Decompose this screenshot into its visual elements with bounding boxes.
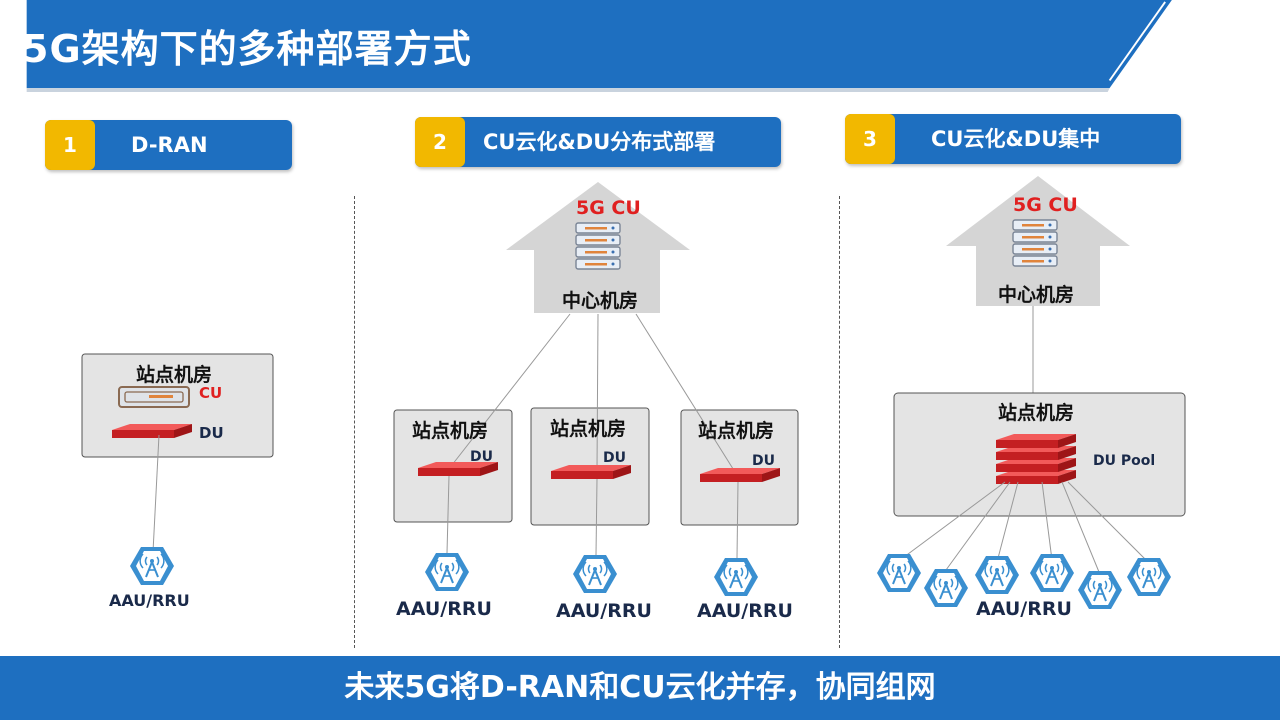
du-icon <box>112 424 192 438</box>
page-title: 5G架构下的多种部署方式 <box>22 27 472 71</box>
du-label-1: DU <box>199 424 224 442</box>
antenna-icon <box>1029 553 1075 593</box>
site-room-label-1: 站点机房 <box>136 364 213 386</box>
antenna-icon <box>1077 570 1123 610</box>
divider-2 <box>839 196 840 648</box>
antenna-icon <box>1126 557 1172 597</box>
aau-label-3: AAU/RRU <box>976 598 1072 620</box>
antenna-icon <box>876 553 922 593</box>
section-label-3: CU云化&DU集中 <box>931 127 1101 151</box>
site-room-label-2c: 站点机房 <box>698 420 775 442</box>
antenna-icon <box>974 555 1020 595</box>
title-bar <box>26 0 1172 92</box>
section-number-2: 2 <box>415 117 465 167</box>
aau-label-2c: AAU/RRU <box>697 600 793 622</box>
antenna-icon <box>713 557 759 597</box>
footer-text: 未来5G将D-RAN和CU云化并存，协同组网 <box>344 670 936 705</box>
section-label-1: D-RAN <box>131 133 208 157</box>
section-header-3: 3 CU云化&DU集中 <box>845 114 1181 164</box>
site-room-box-2c <box>680 409 799 526</box>
cu-server-icon <box>118 386 190 408</box>
section-number-3: 3 <box>845 114 895 164</box>
central-room-label-1: 中心机房 <box>562 290 639 312</box>
cu5g-label-2: 5G CU <box>1013 194 1078 216</box>
footer-bar <box>0 656 1280 720</box>
antenna-icon <box>572 554 618 594</box>
section-label-2: CU云化&DU分布式部署 <box>483 130 716 154</box>
du-label-2c: DU <box>752 453 775 469</box>
du-icon <box>700 468 780 482</box>
cu-label: CU <box>199 384 223 402</box>
du-label-2a: DU <box>470 449 493 465</box>
central-room-label-2: 中心机房 <box>998 284 1075 306</box>
du-icon <box>551 465 631 479</box>
aau-label-2b: AAU/RRU <box>556 600 652 622</box>
antenna-icon <box>923 568 969 608</box>
site-room-label-3: 站点机房 <box>998 402 1075 424</box>
du-pool-stack <box>996 434 1076 484</box>
aau-label-1: AAU/RRU <box>109 591 190 610</box>
site-room-label-2a: 站点机房 <box>412 420 489 442</box>
section-header-2: 2 CU云化&DU分布式部署 <box>415 117 781 167</box>
antenna-icon <box>424 552 470 592</box>
section-number-1: 1 <box>45 120 95 170</box>
section-header-1: 1 D-RAN <box>45 120 292 170</box>
cu5g-label-1: 5G CU <box>576 197 641 219</box>
du-pool-label: DU Pool <box>1093 453 1156 469</box>
divider-1 <box>354 196 355 648</box>
aau-label-2a: AAU/RRU <box>396 598 492 620</box>
site-room-label-2b: 站点机房 <box>550 418 627 440</box>
antenna-icon <box>129 546 175 586</box>
du-label-2b: DU <box>603 450 626 466</box>
